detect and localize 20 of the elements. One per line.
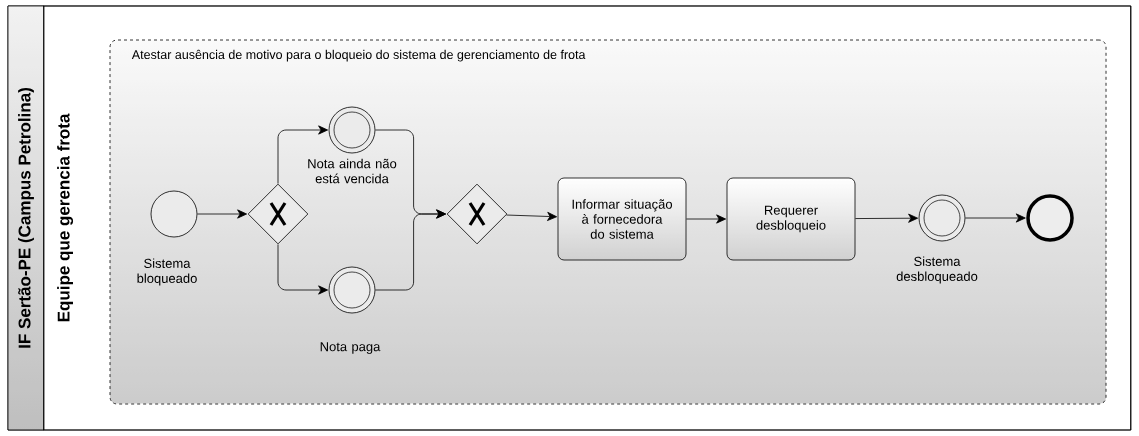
event-label: Sistema desbloqueado [896, 256, 978, 284]
event-label: Nota paga [320, 342, 381, 354]
event-label: Sistema bloqueado [137, 258, 197, 286]
gateway-diamond [446, 183, 508, 245]
start-event-circle [150, 190, 198, 238]
arrow [277, 125, 329, 184]
task-box: Informar situação à fornecedora do sistema [557, 177, 687, 261]
arrow [375, 209, 447, 291]
intermediate-event-circle [918, 194, 966, 242]
arrow [277, 244, 329, 295]
arrow [506, 211, 558, 221]
arrow [965, 213, 1026, 223]
arrow [197, 209, 248, 219]
arrow [855, 213, 919, 223]
arrow [686, 214, 727, 224]
intermediate-event-circle [328, 106, 376, 154]
task-box: Requerer desbloqueio [726, 177, 856, 261]
gateway-diamond [247, 183, 309, 245]
intermediate-event-circle [328, 266, 376, 314]
event-label: Nota ainda não está vencida [308, 158, 397, 184]
